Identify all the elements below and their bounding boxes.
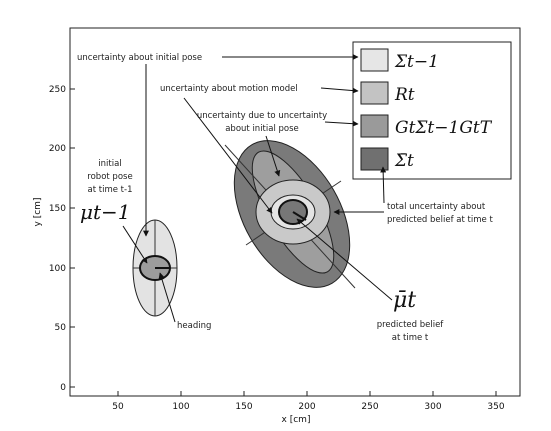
annotation-due-to-line2: about initial pose: [225, 124, 299, 134]
x-tick-label: 100: [172, 402, 189, 412]
legend: Σt−1 Rt GtΣt−1GtT Σ̄t: [352, 41, 512, 180]
arrow-to-legend-g: [324, 120, 359, 127]
y-tick-label: 0: [60, 383, 66, 393]
annotation-heading: heading: [177, 321, 211, 331]
legend-label: Rt: [394, 85, 415, 105]
initial-pose-ellipses: [132, 219, 178, 317]
annotation-predicted-line2: at time t: [392, 333, 429, 343]
x-tick-label: 150: [235, 402, 252, 412]
legend-swatch: [360, 114, 389, 138]
annotation-total-line1: total uncertainty about: [387, 202, 486, 212]
arrow-to-legend-sigma-bar: [380, 166, 387, 204]
annotation-initial-line3: at time t-1: [88, 185, 133, 195]
y-tick-label: 100: [49, 264, 66, 274]
annotation-initial-line1: initial: [98, 159, 121, 169]
predicted-heading-line: [292, 211, 307, 221]
mu-bar-label: μ̄t: [393, 288, 416, 313]
arrow-to-motion-ellipse: [183, 97, 273, 214]
x-tick-label: 250: [361, 402, 378, 412]
y-axis-label: y [cm]: [33, 198, 43, 227]
y-tick-label: 50: [55, 323, 67, 333]
y-tick-labels: 0 50 100 150 200 250: [49, 85, 66, 393]
annotation-motion-model-uncertainty: uncertainty about motion model: [160, 84, 298, 94]
legend-label: Σt−1: [394, 52, 439, 72]
x-tick-label: 200: [298, 402, 315, 412]
x-tick-label: 50: [112, 402, 124, 412]
arrow-heading: [158, 272, 176, 323]
y-tick-label: 150: [49, 204, 66, 214]
annotation-total-line2: predicted belief at time t: [387, 215, 493, 225]
legend-swatch: [360, 48, 389, 72]
annotation-arrows: [122, 54, 393, 323]
legend-label: Σ̄t: [394, 151, 414, 171]
mu-prev-label: μt−1: [80, 200, 131, 224]
annotation-initial-line2: robot pose: [87, 172, 132, 182]
legend-swatch: [360, 81, 389, 105]
y-tick-marks: [70, 88, 75, 388]
x-tick-label: 300: [424, 402, 441, 412]
legend-swatch: [360, 147, 389, 171]
arrow-to-legend-r: [320, 87, 359, 94]
annotation-due-to-line1: uncertainty due to uncertainty: [197, 111, 327, 121]
annotation-initial-pose-uncertainty: uncertainty about initial pose: [77, 53, 202, 63]
predicted-belief-ellipses: [224, 140, 356, 289]
y-tick-label: 250: [49, 85, 66, 95]
legend-label: GtΣt−1GtT: [395, 118, 493, 138]
x-tick-marks: [117, 391, 497, 396]
arrow-from-mu-prev: [122, 225, 148, 264]
x-axis-label: x [cm]: [282, 415, 311, 425]
arrow-to-propagated-ellipse: [265, 135, 281, 177]
x-tick-labels: 50 100 150 200 250 300 350: [112, 402, 505, 412]
x-tick-label: 350: [487, 402, 504, 412]
y-tick-label: 200: [49, 144, 66, 154]
annotation-predicted-line1: predicted belief: [377, 320, 445, 330]
arrow-from-mu-bar: [296, 218, 393, 301]
